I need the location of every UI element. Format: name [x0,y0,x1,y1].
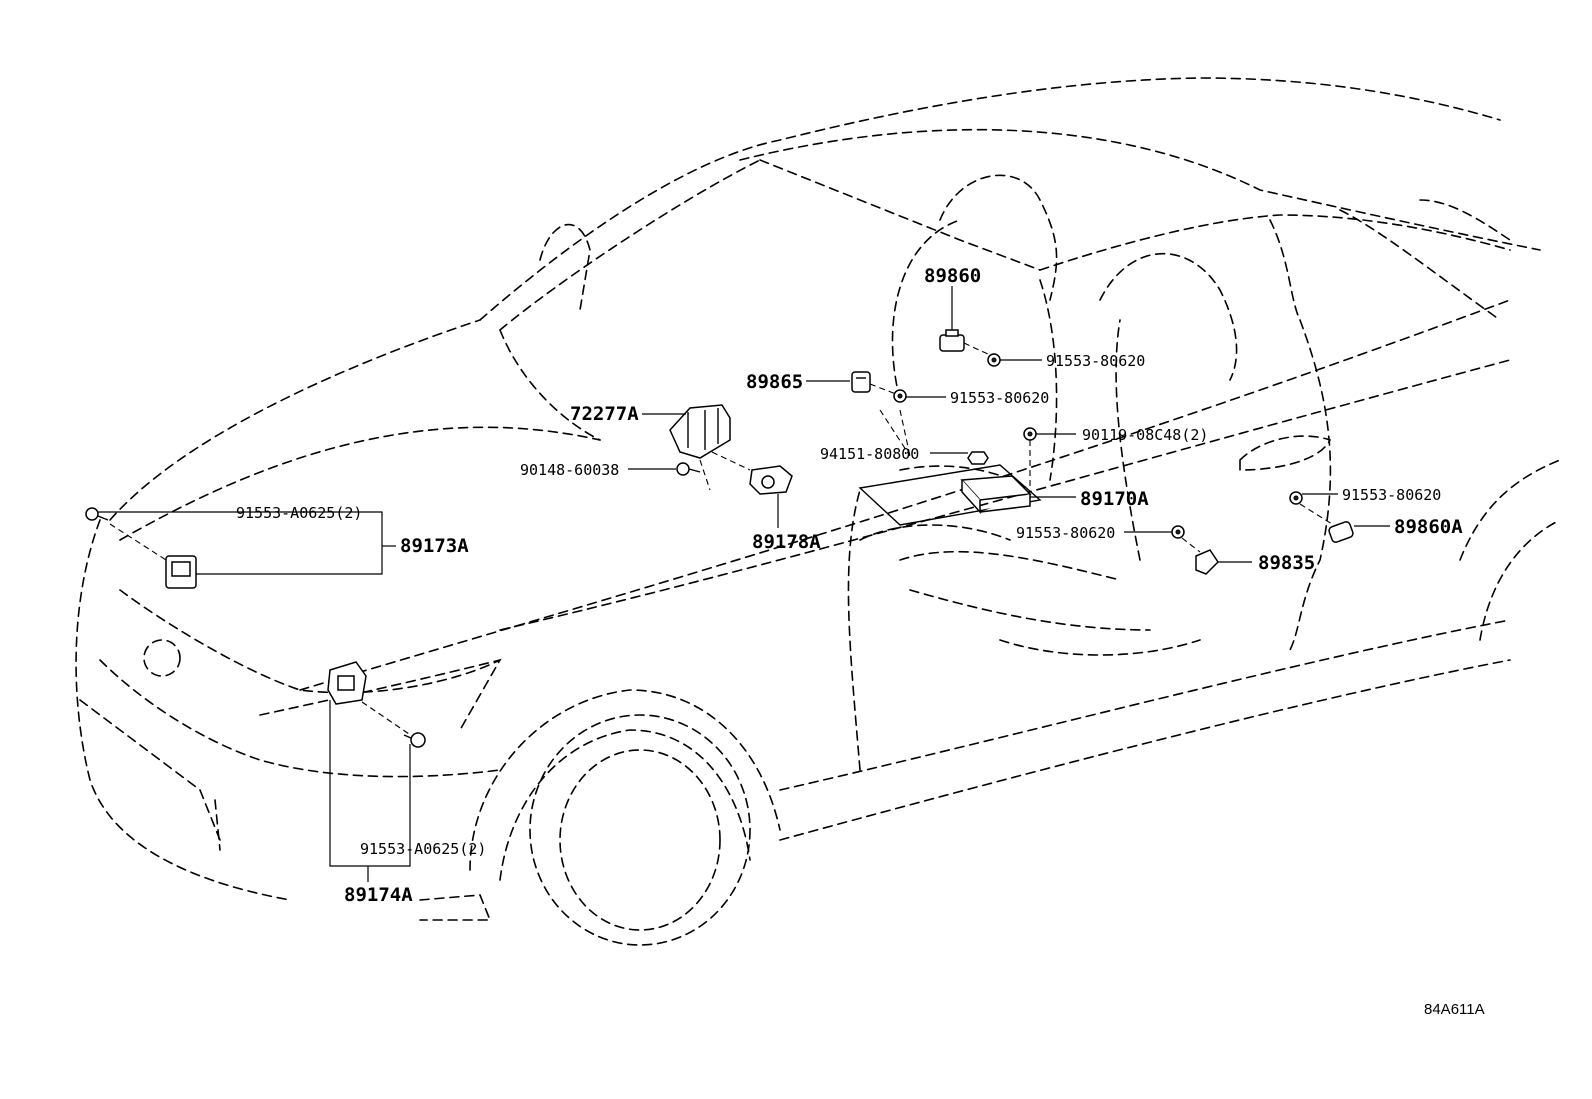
label-91553-A0625-a: 91553-A0625(2) [236,504,362,522]
diagram-reference-code: 84A611A [1424,1001,1485,1018]
label-89860: 89860 [924,265,981,287]
bolt-91553-80620-b [893,389,907,403]
label-89170A: 89170A [1080,488,1149,510]
bolt-91553-A0625-b [403,732,426,748]
part-89178A-sensor [749,465,793,495]
part-89860A-sensor [1328,521,1354,543]
part-89865-sensor [851,371,871,393]
bolt-91553-80620-a [987,353,1001,367]
callout-labels: 89860 91553-80620 89865 91553-80620 7227… [236,265,1463,906]
bolt-90148-60038 [676,462,701,476]
label-91553-80620-a: 91553-80620 [1046,352,1145,370]
label-72277A: 72277A [570,403,639,425]
label-91553-80620-b: 91553-80620 [950,389,1049,407]
label-91553-80620-c: 91553-80620 [1016,524,1115,542]
bolt-91553-80620-d [1289,491,1303,505]
label-91553-80620-d: 91553-80620 [1342,486,1441,504]
bolt-91553-A0625-a [85,507,109,521]
leader-lines [98,286,1390,882]
label-89865: 89865 [746,371,803,393]
nut-94151-80800 [967,451,989,465]
car-body-outline [75,77,1561,946]
part-72277A-bracket [669,404,731,459]
label-94151-80800: 94151-80800 [820,445,919,463]
bolt-91553-80620-c [1171,525,1185,539]
label-89860A: 89860A [1394,516,1463,538]
label-89835: 89835 [1258,552,1315,574]
label-89178A: 89178A [752,531,821,553]
part-89174A-sensor [327,661,367,705]
label-89174A: 89174A [344,884,413,906]
part-89860-sensor [939,329,965,352]
bolt-90119-08C48 [1023,427,1037,441]
parts [85,329,1354,748]
label-90119-08C48: 90119-08C48(2) [1082,426,1208,444]
label-90148-60038: 90148-60038 [520,461,619,479]
label-91553-A0625-b: 91553-A0625(2) [360,840,486,858]
part-89173A-sensor [165,555,197,589]
label-89173A: 89173A [400,535,469,557]
part-89835-sensor [1195,549,1219,575]
floor-tunnel-trim [858,464,1042,526]
part-89170A-ecu [960,475,1032,514]
